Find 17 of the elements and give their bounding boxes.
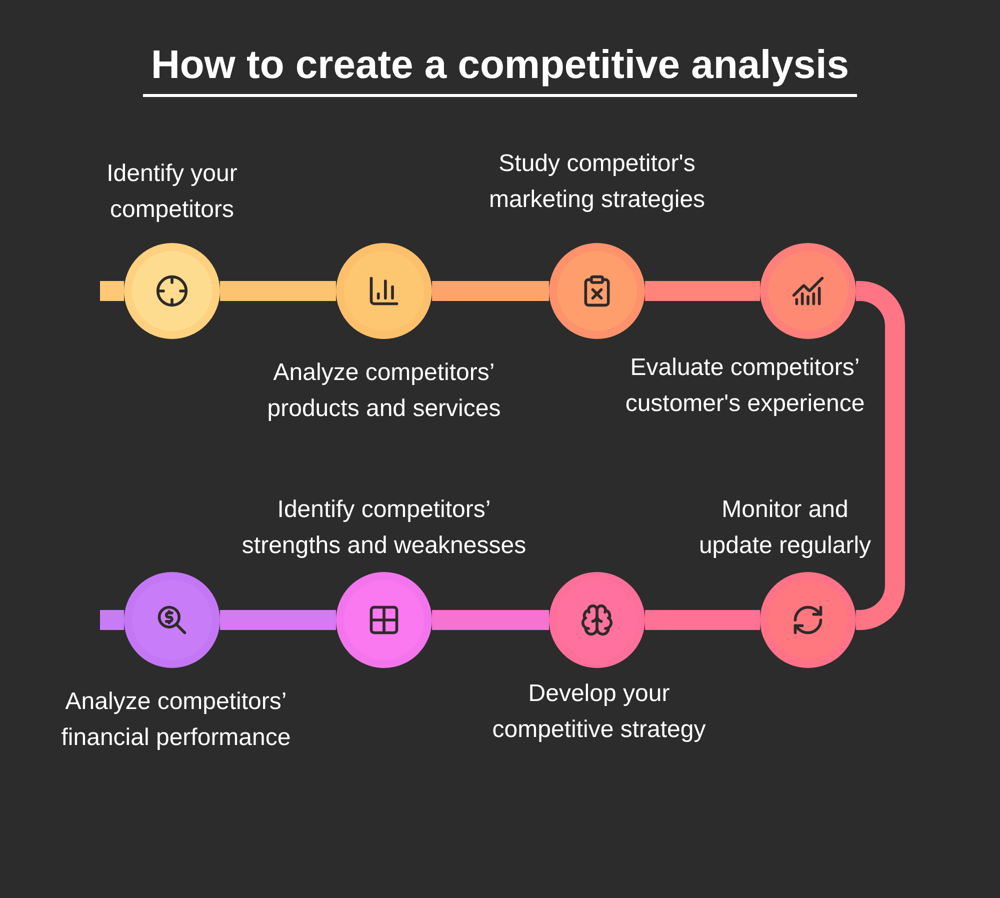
connector-line	[220, 281, 336, 301]
step-label: Identify your competitors	[106, 159, 238, 225]
step-label: Study competitor's marketing strategies	[488, 149, 706, 215]
step-label: Analyze competitors’ products and services	[266, 358, 502, 424]
step-label: Analyze competitors’ financial performance	[60, 687, 292, 753]
connector-line	[220, 610, 336, 630]
connector-line	[645, 610, 760, 630]
connector-line	[645, 281, 760, 301]
step-label: Identify competitors’ strengths and weaknesses	[240, 495, 528, 561]
step-label: Evaluate competitors’ customer's experience	[624, 353, 866, 419]
connector-line	[432, 610, 549, 630]
connector-line	[100, 610, 124, 630]
connector-line	[432, 281, 549, 301]
title: How to create a competitive analysis	[142, 40, 858, 97]
connector-line	[100, 281, 124, 301]
step-label: Develop your competitive strategy	[491, 679, 707, 745]
step-label: Monitor and update regularly	[698, 495, 872, 561]
